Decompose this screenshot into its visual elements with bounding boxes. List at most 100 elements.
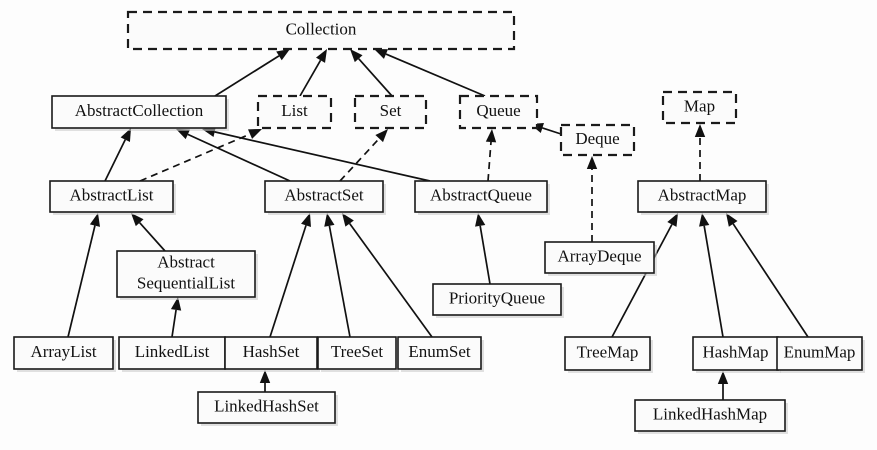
interface-box[interactable] <box>126 10 516 51</box>
node-label: Abstract <box>157 252 215 271</box>
class-box[interactable] <box>116 250 256 298</box>
class-box[interactable] <box>634 399 786 432</box>
class-box[interactable] <box>13 336 114 370</box>
node-arraylist[interactable]: ArrayList <box>13 336 116 372</box>
interface-box[interactable] <box>559 123 636 157</box>
node-enummap[interactable]: EnumMap <box>776 336 865 373</box>
edge-hashmap-to-abstractmap <box>699 213 724 338</box>
class-box[interactable] <box>397 336 482 370</box>
edge-line <box>67 225 96 338</box>
edge-line <box>214 55 280 97</box>
node-abstractset[interactable]: AbstractSet <box>264 180 386 215</box>
node-hashset[interactable]: HashSet <box>224 336 320 372</box>
node-label: Map <box>684 96 715 115</box>
arrow-head <box>259 370 271 383</box>
node-label: TreeSet <box>331 342 384 361</box>
edge-line <box>139 133 251 182</box>
node-map[interactable]: Map <box>661 90 738 125</box>
edge-set-to-collection <box>350 49 393 97</box>
class-box[interactable] <box>432 283 562 316</box>
interface-box[interactable] <box>458 94 539 130</box>
edge-line <box>348 223 433 338</box>
node-enumset[interactable]: EnumSet <box>397 336 484 372</box>
edge-line <box>214 131 431 182</box>
arrow-head <box>324 213 335 227</box>
node-treeset[interactable]: TreeSet <box>317 336 399 372</box>
edge-line <box>542 127 562 135</box>
class-box[interactable] <box>264 180 384 213</box>
arrow-head <box>89 213 100 227</box>
edge-hashset-to-abstractset <box>269 213 311 338</box>
node-label: EnumMap <box>784 342 856 361</box>
node-hashmap[interactable]: HashMap <box>692 336 781 373</box>
arrow-head <box>316 49 327 63</box>
node-linkedhashset[interactable]: LinkedHashSet <box>197 391 338 426</box>
class-box[interactable] <box>414 180 548 213</box>
node-label: HashSet <box>243 342 300 361</box>
arrow-head <box>717 371 729 384</box>
arrow-head <box>248 129 262 139</box>
edge-enumset-to-abstractset <box>342 213 433 338</box>
class-box[interactable] <box>118 336 226 370</box>
node-set[interactable]: Set <box>353 94 428 130</box>
arrow-head <box>120 128 131 142</box>
class-box[interactable] <box>776 336 863 371</box>
node-linkedlist[interactable]: LinkedList <box>118 336 228 372</box>
node-abstractqueue[interactable]: AbstractQueue <box>414 180 550 215</box>
interface-box[interactable] <box>661 90 738 125</box>
node-collection[interactable]: Collection <box>126 10 516 51</box>
node-label: ArrayDeque <box>557 246 641 265</box>
edge-line <box>171 309 177 338</box>
node-label: ArrayList <box>30 342 96 361</box>
arrow-head <box>586 156 598 169</box>
edge-abstractsequentiallist-to-abstractlist <box>131 213 166 252</box>
node-label: LinkedList <box>135 342 210 361</box>
edge-line <box>187 133 291 182</box>
edge-treemap-to-abstractmap <box>611 213 678 338</box>
node-abstractlist[interactable]: AbstractList <box>49 180 176 215</box>
node-deque[interactable]: Deque <box>559 123 636 157</box>
node-treemap[interactable]: TreeMap <box>564 336 653 373</box>
class-box[interactable] <box>51 95 227 129</box>
class-box[interactable] <box>317 336 397 370</box>
interface-box[interactable] <box>256 94 333 130</box>
class-box[interactable] <box>49 180 174 213</box>
edge-list-to-collection <box>299 49 327 97</box>
node-linkedhashmap[interactable]: LinkedHashMap <box>634 399 788 434</box>
edge-line <box>611 224 673 338</box>
class-box[interactable] <box>544 241 655 274</box>
node-label: Collection <box>286 19 357 38</box>
edge-line <box>479 225 491 285</box>
edge-arraylist-to-abstractlist <box>67 213 100 338</box>
edge-abstractqueue-to-abstractcollection <box>202 126 431 182</box>
node-priorityqueue[interactable]: PriorityQueue <box>432 283 564 318</box>
edge-line <box>269 225 307 338</box>
interface-box[interactable] <box>353 94 428 130</box>
arrow-head <box>374 49 388 59</box>
node-label: AbstractCollection <box>75 101 204 120</box>
node-abstractcollection[interactable]: AbstractCollection <box>51 95 229 131</box>
node-list[interactable]: List <box>256 94 333 130</box>
arrow-head <box>301 213 311 227</box>
edge-line <box>339 137 380 182</box>
node-arraydeque[interactable]: ArrayDeque <box>544 241 657 276</box>
arrow-head <box>699 213 710 227</box>
edge-abstractqueue-to-queue <box>485 129 497 182</box>
class-box[interactable] <box>637 180 767 213</box>
class-box[interactable] <box>224 336 318 370</box>
edge-line <box>487 141 492 182</box>
node-label: HashMap <box>702 342 768 361</box>
node-abstractmap[interactable]: AbstractMap <box>637 180 769 215</box>
arrow-head <box>342 213 354 227</box>
arrow-head <box>276 49 290 61</box>
node-label: Set <box>380 101 402 120</box>
edge-line <box>328 225 351 338</box>
node-label: LinkedHashMap <box>653 404 767 423</box>
class-box[interactable] <box>197 391 336 424</box>
class-box[interactable] <box>692 336 779 371</box>
edge-line <box>299 59 322 97</box>
node-queue[interactable]: Queue <box>458 94 539 130</box>
class-box[interactable] <box>564 336 651 371</box>
